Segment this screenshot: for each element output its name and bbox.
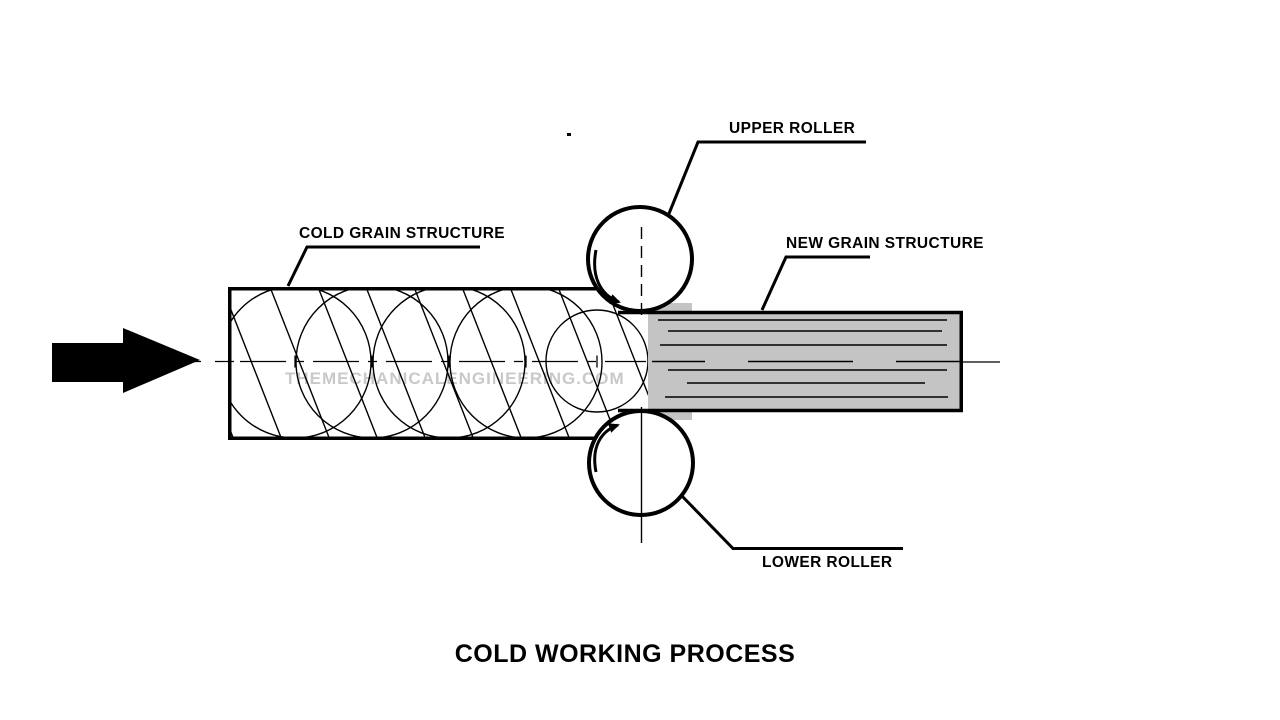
cold-grain-bar: THEMECHANICALENGINEERING.COM [228,287,648,440]
upper-roller-rotation-arrow-icon [593,249,621,304]
elongated-grain-lines [652,319,961,398]
hatch-lines [228,287,648,440]
cold-grain-leader [286,245,480,287]
lower-roller-leader [679,493,903,550]
leader-lines [286,140,903,550]
upper-roller-leader [666,140,866,217]
upper-roller-label: UPPER ROLLER [729,120,856,137]
cold-grain-structure-label: COLD GRAIN STRUCTURE [299,225,506,242]
stray-mark [567,133,571,136]
feed-direction-arrow-icon [52,328,200,393]
diagram-title: COLD WORKING PROCESS [454,640,796,668]
lower-roller-label: LOWER ROLLER [762,554,893,571]
new-grain-outline [618,310,963,413]
new-grain-leader [760,255,870,311]
upper-roller [586,205,694,313]
lower-roller-rotation-arrow-icon [593,423,620,473]
watermark-text: THEMECHANICALENGINEERING.COM [285,369,625,388]
assembly-centerline [194,360,1000,363]
new-grain-structure-label: NEW GRAIN STRUCTURE [786,235,984,252]
bar-centerline [240,355,646,368]
